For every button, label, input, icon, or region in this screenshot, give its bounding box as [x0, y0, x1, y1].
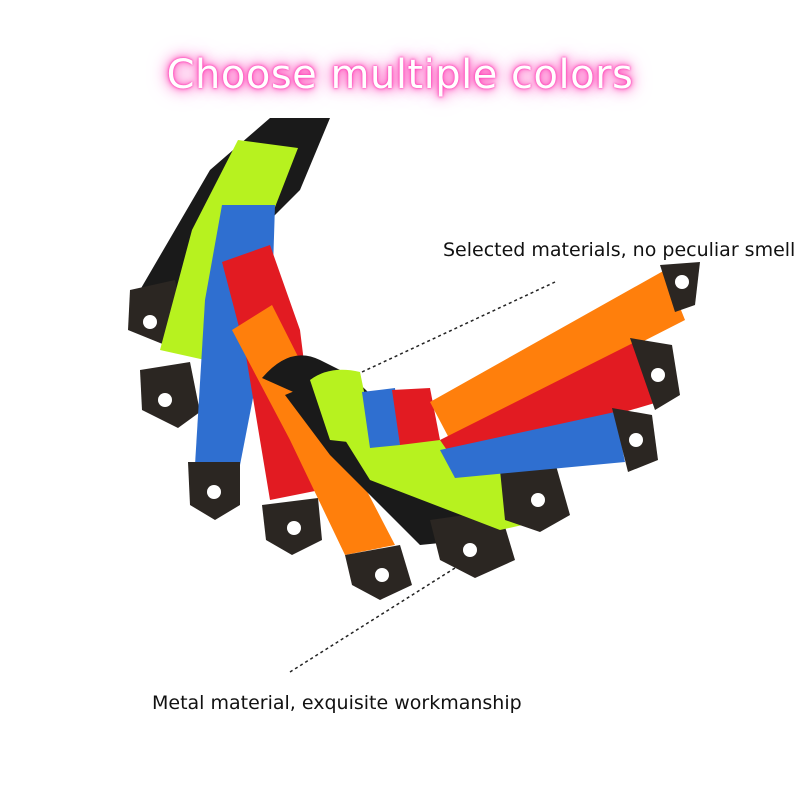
strap-blue-right [440, 408, 658, 478]
strap-green-bottom [345, 425, 570, 532]
strap-red-right [440, 338, 680, 462]
callout-materials: Selected materials, no peculiar smell [443, 239, 796, 261]
strap-loops-center [262, 355, 440, 448]
callout-bottom-leader [289, 567, 456, 673]
headline: Choose multiple colors [166, 52, 634, 98]
callout-metal: Metal material, exquisite workmanship [152, 692, 522, 714]
strap-orange-right [430, 262, 700, 440]
